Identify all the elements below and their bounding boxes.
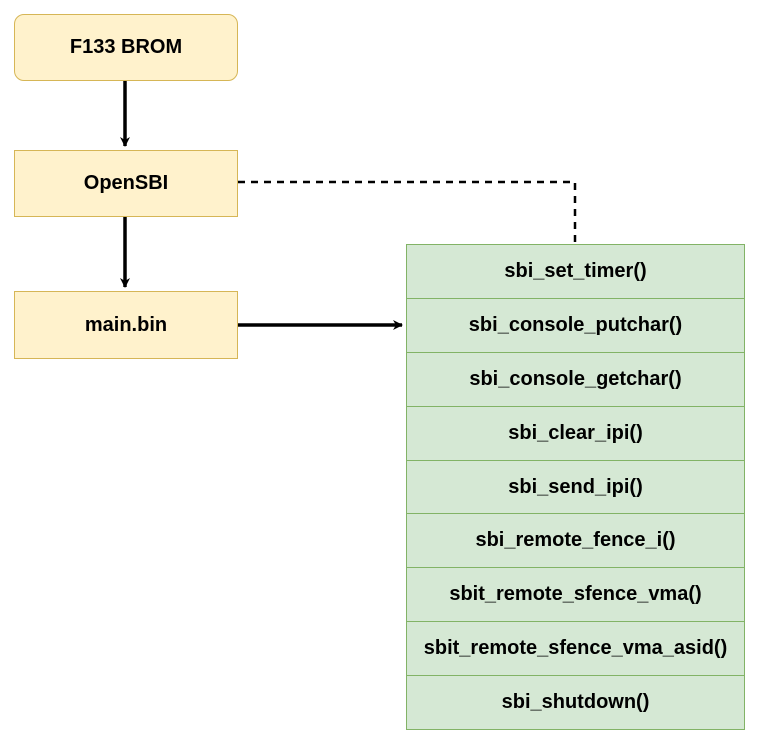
node-main-bin-label: main.bin: [84, 313, 168, 336]
node-opensbi-label: OpenSBI: [83, 172, 169, 194]
sbi-call-row: sbi_shutdown(): [407, 675, 744, 729]
sbi-call-row: sbi_send_ipi(): [407, 459, 744, 514]
sbi-call-row: sbi_remote_fence_i(): [407, 513, 744, 567]
sbi-call-row: sbi_console_putchar(): [407, 297, 744, 352]
node-main-bin: main.bin: [14, 291, 238, 359]
sbi-call-row: sbi_clear_ipi(): [407, 405, 744, 460]
node-f133-brom: F133 BROM: [14, 14, 238, 81]
node-f133-brom-label: F133 BROM: [69, 36, 183, 58]
node-opensbi: OpenSBI: [14, 150, 238, 217]
sbi-call-list: sbi_set_timer() sbi_console_putchar() sb…: [406, 244, 745, 730]
sbi-call-row: sbit_remote_sfence_vma(): [407, 567, 744, 621]
sbi-call-row: sbi_set_timer(): [504, 259, 647, 282]
dashed-link-opensbi-to-sbi-list: [238, 180, 577, 244]
sbi-call-row: sbit_remote_sfence_vma_asid(): [407, 621, 744, 675]
sbi-call-row: sbi_console_getchar(): [407, 351, 744, 406]
